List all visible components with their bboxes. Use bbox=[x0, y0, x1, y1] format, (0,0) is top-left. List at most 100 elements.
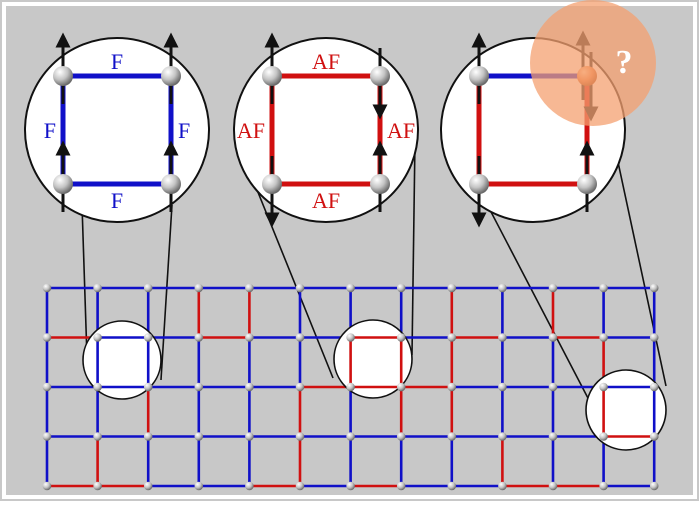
lattice-node bbox=[42, 333, 52, 342]
lattice-node bbox=[295, 333, 305, 342]
spin-node bbox=[161, 66, 181, 86]
frame bbox=[2, 2, 697, 499]
panel-circle bbox=[233, 37, 419, 223]
lattice-node bbox=[447, 432, 457, 441]
lattice-node bbox=[194, 432, 204, 441]
lattice-node bbox=[548, 283, 558, 293]
lattice-node bbox=[42, 283, 52, 293]
lattice-node bbox=[396, 432, 406, 441]
lattice-node bbox=[245, 333, 254, 342]
spin-node bbox=[262, 66, 282, 86]
spin-node bbox=[161, 174, 181, 194]
lattice-node bbox=[194, 333, 204, 342]
panel-circle bbox=[24, 37, 210, 223]
lattice-node bbox=[396, 481, 406, 491]
lattice-node bbox=[447, 481, 457, 491]
bond-label-bottom: AF bbox=[312, 188, 340, 213]
spin-node bbox=[469, 66, 489, 86]
lattice-node bbox=[295, 481, 305, 491]
plaquette-panel-3: ? bbox=[440, 0, 656, 228]
lattice-node bbox=[143, 481, 153, 491]
lattice-node bbox=[42, 382, 52, 392]
lattice-node bbox=[93, 382, 102, 392]
lattice-node bbox=[295, 382, 305, 392]
zoom-connector-line bbox=[611, 133, 667, 387]
lattice-node bbox=[295, 283, 305, 293]
lattice-node bbox=[548, 333, 558, 342]
lattice-node bbox=[498, 333, 507, 342]
bond-label-bottom: F bbox=[111, 188, 123, 213]
lattice-node bbox=[143, 333, 153, 342]
lattice-node bbox=[143, 432, 153, 441]
spin-node bbox=[53, 174, 73, 194]
lattice-highlight-circle bbox=[82, 320, 162, 400]
plaquette-panels: F F F F AF AF AF AF? bbox=[24, 0, 656, 228]
lattice-node bbox=[93, 283, 102, 293]
bond-label-right: AF bbox=[387, 118, 415, 143]
lattice-node bbox=[194, 283, 204, 293]
spin-node bbox=[53, 66, 73, 86]
lattice-node bbox=[599, 283, 608, 293]
lattice-node bbox=[498, 481, 507, 491]
lattice-node bbox=[599, 382, 608, 392]
lattice-highlight-circles bbox=[82, 319, 667, 451]
bond-label-top: F bbox=[111, 49, 123, 74]
lattice-node bbox=[447, 382, 457, 392]
lattice-node bbox=[143, 283, 153, 293]
lattice-node bbox=[649, 432, 659, 441]
lattice-node bbox=[346, 481, 355, 491]
lattice-node bbox=[346, 432, 355, 441]
lattice-node bbox=[245, 283, 254, 293]
lattice-node bbox=[599, 432, 608, 441]
lattice-node bbox=[599, 481, 608, 491]
spin-node bbox=[262, 174, 282, 194]
spin-node bbox=[370, 174, 390, 194]
lattice-node bbox=[143, 382, 153, 392]
lattice-node bbox=[42, 481, 52, 491]
bond-label-right: F bbox=[178, 118, 190, 143]
lattice-node bbox=[346, 382, 355, 392]
lattice-node bbox=[396, 333, 406, 342]
frustration-highlight bbox=[530, 0, 656, 126]
lattice-node bbox=[498, 382, 507, 392]
lattice-node bbox=[42, 432, 52, 441]
lattice-node bbox=[346, 283, 355, 293]
lattice-node bbox=[548, 432, 558, 441]
lattice-node bbox=[498, 283, 507, 293]
lattice-node bbox=[295, 432, 305, 441]
lattice-node bbox=[396, 382, 406, 392]
zoom-connector-line bbox=[160, 204, 173, 381]
zoom-connector-line bbox=[81, 204, 88, 359]
lattice-node bbox=[245, 432, 254, 441]
lattice-node bbox=[93, 333, 102, 342]
lattice-node bbox=[447, 333, 457, 342]
zoom-connector-line bbox=[411, 139, 416, 356]
spin-node bbox=[469, 174, 489, 194]
lattice-node bbox=[194, 382, 204, 392]
lattice-node bbox=[245, 481, 254, 491]
bond-label-top: AF bbox=[312, 49, 340, 74]
lattice-node bbox=[649, 481, 659, 491]
lattice-node bbox=[93, 432, 102, 441]
lattice-node bbox=[245, 382, 254, 392]
zoom-connector-line bbox=[246, 164, 334, 379]
spin-node bbox=[370, 66, 390, 86]
question-mark: ? bbox=[616, 44, 633, 81]
lattice-node bbox=[447, 283, 457, 293]
plaquette-panel-1: F F F F bbox=[24, 32, 210, 223]
lattice-node bbox=[346, 333, 355, 342]
lattice-node bbox=[599, 333, 608, 342]
lattice-node bbox=[649, 382, 659, 392]
lattice-node bbox=[649, 333, 659, 342]
plaquette-panel-2: AF AF AF AF bbox=[233, 32, 419, 228]
bond-label-left: AF bbox=[237, 118, 265, 143]
spin-node bbox=[577, 174, 597, 194]
bond-label-left: F bbox=[44, 118, 56, 143]
lattice-node bbox=[396, 283, 406, 293]
lattice-node bbox=[649, 283, 659, 293]
lattice-node bbox=[548, 382, 558, 392]
lattice-node bbox=[194, 481, 204, 491]
lattice-node bbox=[548, 481, 558, 491]
